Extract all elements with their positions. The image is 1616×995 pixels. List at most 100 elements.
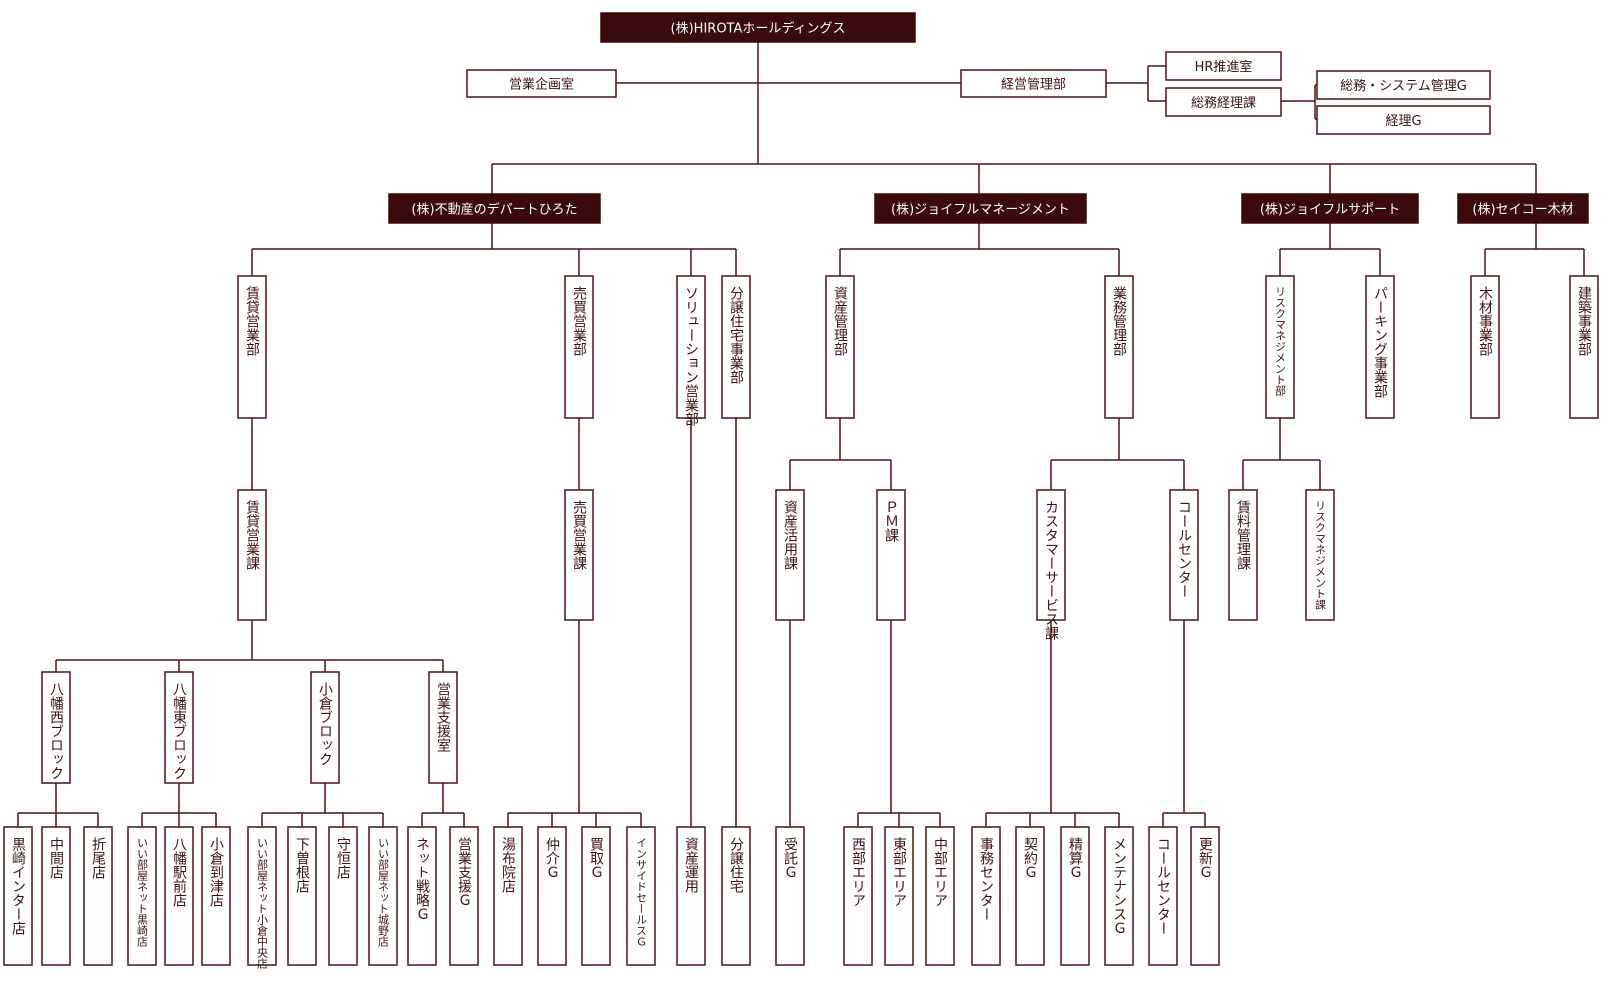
block-yahata-west-label: 八幡西ブロック [48,682,64,780]
company-hirota-frame [388,193,601,224]
leaf-chubu-frame [925,826,955,966]
dept-mokuzai: 木材事業部 [1470,275,1500,419]
leaf-kurosaki-ic: 黒崎インター店 [3,826,33,966]
leaf-iiheya-kurosaki-label: いい部屋ネット黒崎店 [136,837,149,947]
leaf-callcenter-frame [1148,826,1178,966]
leaf-iiheya-kokura-frame [247,826,277,966]
leaf-shisan-unyo-label: 資産運用 [683,837,699,894]
accounting-box-frame [1316,105,1491,135]
leaf-net-senryaku-frame [407,826,437,966]
leaf-yahata-ekimae: 八幡駅前店 [164,826,194,966]
leaf-maintenance: メンテナンスＧ [1104,826,1134,966]
leaf-seibu: 西部エリア [843,826,873,966]
leaf-yahata-ekimae-frame [164,826,194,966]
hr-box-label: HR推進室 [1195,59,1253,75]
leaf-orio: 折尾店 [83,826,113,966]
section-chintai: 賃貸営業課 [237,489,267,621]
dept-shisan-label: 資産管理部 [832,286,848,356]
section-callcenter: コールセンター [1169,489,1199,621]
dept-parking-frame [1365,275,1395,419]
leaf-yufuin-frame [493,826,523,966]
general-accounting-box: 総務経理課 [1165,87,1282,117]
hr-box-frame [1165,51,1282,81]
leaf-callcenter: コールセンター [1148,826,1178,966]
section-customer: カスタマーサービス課 [1036,489,1066,640]
leaf-keiyaku-label: 契約Ｇ [1022,837,1038,879]
dept-chintai-frame [237,275,267,419]
company-seiko: (株)セイコー木材 [1457,193,1589,224]
leaf-iiheya-jono-label: いい部屋ネット城野店 [377,837,390,947]
hr-box: HR推進室 [1165,51,1282,81]
dept-chintai: 賃貸営業部 [237,275,267,419]
leaf-koshin-frame [1190,826,1220,966]
company-joyful-support-frame [1241,193,1419,224]
leaf-shimosone-label: 下曽根店 [294,837,310,893]
section-pm-label: ＰＭ課 [883,500,899,542]
leaf-yufuin: 湯布院店 [493,826,523,966]
leaf-jimu-center-frame [971,826,1001,966]
section-pm-frame [876,489,906,621]
leaf-tobu-frame [884,826,914,966]
leaf-keiyaku: 契約Ｇ [1015,826,1045,966]
block-yahata-east-label: 八幡東ブロック [171,682,187,780]
section-risk: リスクマネジメント課 [1305,489,1335,621]
section-baibai: 売買営業課 [564,489,594,621]
block-eigyo-shien-frame [428,671,458,784]
leaf-kaitori: 買取Ｇ [581,826,611,966]
block-yahata-east: 八幡東ブロック [164,671,194,784]
leaf-seisan-frame [1060,826,1090,966]
section-baibai-label: 売買営業課 [571,500,587,570]
management-box-label: 経営管理部 [1001,78,1066,93]
company-joyful-support-label: (株)ジョイフルサポート [1260,203,1400,218]
accounting-box: 経理G [1316,105,1491,135]
leaf-moritsune-frame [328,826,358,966]
section-callcenter-frame [1169,489,1199,621]
section-risk-label: リスクマネジメント課 [1314,500,1327,610]
general-accounting-box-label: 総務経理課 [1191,95,1256,111]
section-chintai-label: 賃貸営業課 [244,500,260,570]
leaf-chukai: 仲介Ｇ [537,826,567,966]
leaf-shisan-unyo-frame [676,826,706,966]
section-baibai-frame [564,489,594,621]
dept-shisan: 資産管理部 [825,275,855,419]
dept-solution-label: ソリューション営業部 [683,286,699,426]
leaf-net-senryaku: ネット戦略Ｇ [407,826,437,966]
dept-kenchiku-frame [1569,275,1599,419]
company-hirota: (株)不動産のデパートひろた [388,193,601,224]
leaf-jutaku: 受託Ｇ [775,826,805,966]
leaf-yahata-ekimae-label: 八幡駅前店 [171,837,187,907]
holding-box-frame [600,12,916,43]
dept-gyomu-label: 業務管理部 [1111,286,1127,356]
block-eigyo-shien: 営業支援室 [428,671,458,784]
dept-chintai-label: 賃貸営業部 [244,286,260,356]
leaf-iiheya-jono-frame [368,826,398,966]
leaf-shimosone-frame [287,826,317,966]
connector-lines [17,42,1585,827]
dept-kenchiku-label: 建築事業部 [1576,286,1592,356]
dept-mokuzai-label: 木材事業部 [1477,286,1493,356]
block-eigyo-shien-label: 営業支援室 [435,682,451,752]
dept-risk-label: リスクマネジメント部 [1274,286,1287,396]
leaf-kurosaki-ic-frame [3,826,33,966]
company-joyful-mgmt-frame [874,193,1087,224]
section-chinryo-label: 賃料管理課 [1235,500,1251,570]
leaf-naka: 中間店 [41,826,71,966]
company-seiko-frame [1457,193,1589,224]
leaf-tobu-label: 東部エリア [891,837,907,907]
leaf-net-senryaku-label: ネット戦略Ｇ [414,837,430,921]
leaf-seisan: 精算Ｇ [1060,826,1090,966]
leaf-naka-label: 中間店 [48,837,64,879]
general-system-box-label: 総務・システム管理G [1340,79,1467,94]
leaf-iiheya-kokura-label: いい部屋ネット小倉中央店 [256,837,269,969]
dept-baibai: 売買営業部 [564,275,594,419]
leaf-inside-sales: インサイドセールスＧ [626,826,656,966]
company-seiko-label: (株)セイコー木材 [1472,203,1573,218]
dept-parking-label: パーキング事業部 [1372,286,1388,398]
holding-box: (株)HIROTAホールディングス [600,12,916,43]
leaf-keiyaku-frame [1015,826,1045,966]
section-shisan-katsuyo-label: 資産活用課 [782,500,798,570]
leaf-chubu-label: 中部エリア [932,837,948,907]
leaf-kokura-tozu-label: 小倉到津店 [208,837,224,907]
leaf-orio-frame [83,826,113,966]
